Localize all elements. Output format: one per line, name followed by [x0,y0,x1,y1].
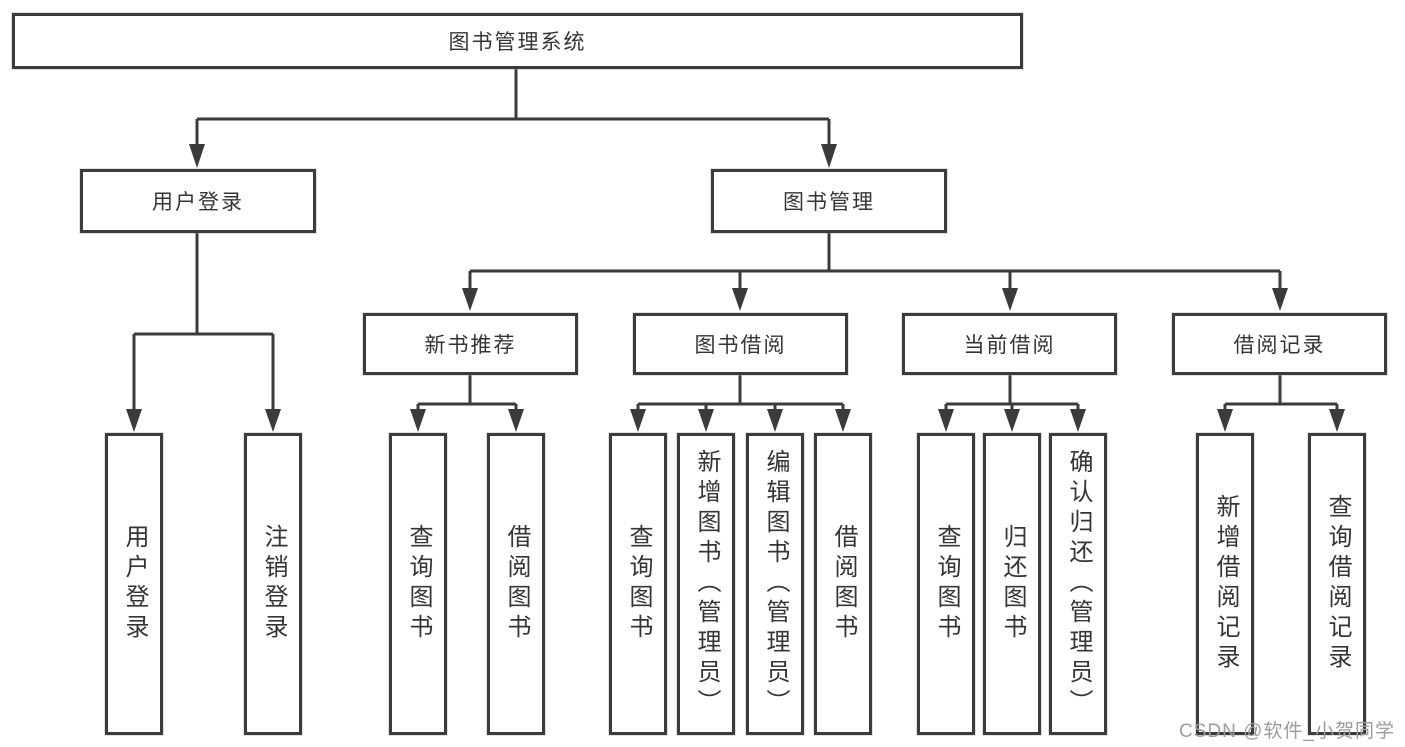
node-current-borrow: 当前借阅 [902,313,1117,375]
node-label: 新书推荐 [424,334,517,357]
node-leaf-logout: 注销登录 [244,433,302,735]
node-leaf-confirm-return-admin: 确认归还（管理员） [1049,433,1107,735]
node-root-system: 图书管理系统 [12,13,1023,69]
node-user-login: 用户登录 [80,169,316,233]
node-leaf-borrow-books-1: 借阅图书 [487,433,545,735]
node-label: 当前借阅 [963,334,1056,357]
csdn-watermark: CSDN @软件_小贺同学 [1179,721,1395,742]
node-label: 注销登录 [260,524,287,644]
node-label: 编辑图书（管理员） [762,449,789,719]
node-label: 查询图书 [625,524,652,644]
node-book-borrow: 图书借阅 [633,313,848,375]
node-borrow-record: 借阅记录 [1172,313,1387,375]
node-label: 借阅记录 [1233,334,1326,357]
node-label: 归还图书 [999,524,1026,644]
node-leaf-add-book-admin: 新增图书（管理员） [677,433,735,735]
node-label: 查询图书 [405,524,432,644]
node-leaf-query-borrow-record: 查询借阅记录 [1308,433,1366,735]
node-label: 图书管理系统 [448,31,587,54]
node-label: 用户登录 [152,191,244,214]
node-leaf-query-books-3: 查询图书 [917,433,975,735]
node-label: 图书管理 [783,191,875,214]
node-label: 用户登录 [121,524,148,644]
node-leaf-add-borrow-record: 新增借阅记录 [1196,433,1254,735]
node-leaf-user-login: 用户登录 [105,433,163,735]
arrowhead-icons [126,144,1345,432]
node-label: 图书借阅 [694,334,787,357]
node-label: 查询图书 [933,524,960,644]
node-leaf-return-book: 归还图书 [983,433,1041,735]
node-leaf-query-books-2: 查询图书 [609,433,667,735]
node-label: 确认归还（管理员） [1065,449,1092,719]
node-leaf-query-books-1: 查询图书 [389,433,447,735]
node-label: 查询借阅记录 [1324,494,1351,674]
node-label: 新增图书（管理员） [693,449,720,719]
node-label: 新增借阅记录 [1212,494,1239,674]
node-book-management: 图书管理 [711,169,947,233]
node-leaf-borrow-books-2: 借阅图书 [814,433,872,735]
node-leaf-edit-book-admin: 编辑图书（管理员） [746,433,804,735]
node-new-book-recommend: 新书推荐 [363,313,578,375]
node-label: 借阅图书 [830,524,857,644]
node-label: 借阅图书 [503,524,530,644]
